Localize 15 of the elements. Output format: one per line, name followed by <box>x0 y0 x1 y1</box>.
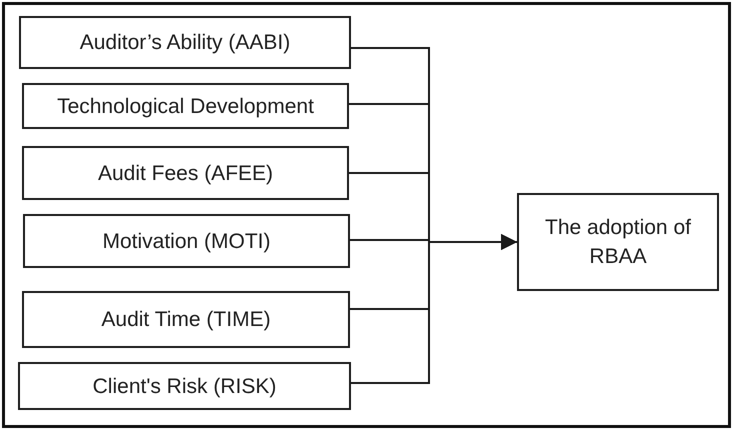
factor-box <box>22 146 349 200</box>
factor-box <box>23 214 350 268</box>
arrow <box>351 234 517 384</box>
box-label: Technological Development <box>57 94 314 120</box>
box-label: Audit Fees (AFEE) <box>98 160 274 186</box>
factor-box <box>18 362 351 410</box>
factor-box <box>22 291 350 348</box>
factor-box <box>19 16 351 69</box>
outcome-box <box>517 193 719 291</box>
box-label: The adoption of RBAA <box>544 215 692 270</box>
box-label: Auditor’s Ability (AABI) <box>80 30 290 56</box>
factor-box <box>22 83 349 129</box>
box-label: Client's Risk (RISK) <box>92 374 276 400</box>
box-label: Audit Time (TIME) <box>101 307 271 333</box>
box-label: Motivation (MOTI) <box>102 228 271 254</box>
